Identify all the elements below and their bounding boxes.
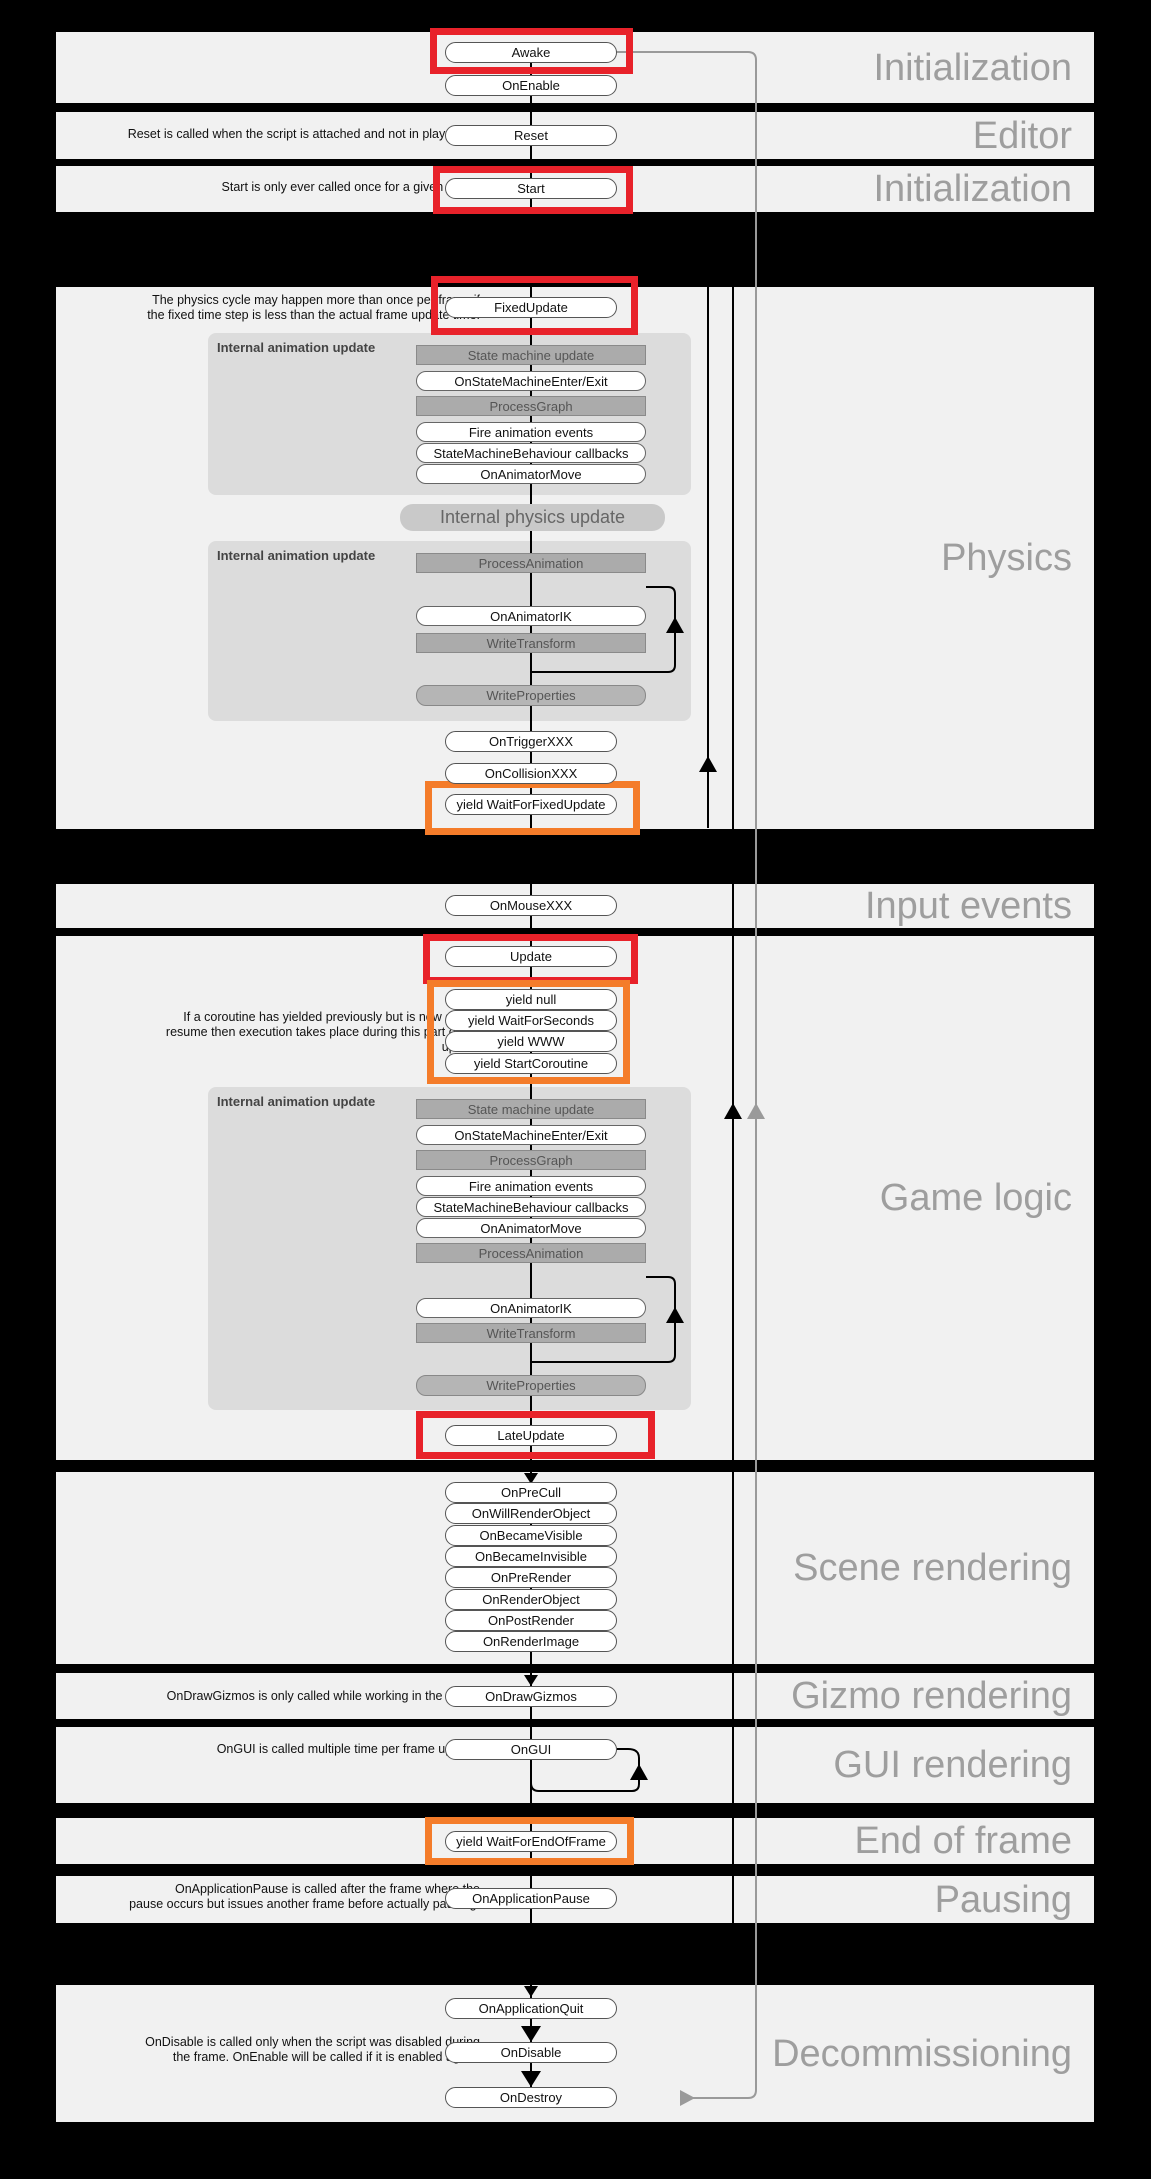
internal-physics-update: Internal physics update	[400, 504, 665, 531]
onapplicationpause-method[interactable]: OnApplicationPause	[445, 1888, 617, 1909]
lateupdate-method[interactable]: LateUpdate	[445, 1425, 617, 1446]
process-animation: ProcessAnimation	[416, 1243, 646, 1263]
onbecamevisible-method[interactable]: OnBecameVisible	[445, 1525, 617, 1546]
yield-fixed-highlight	[425, 781, 640, 835]
yield-waitforendofframe[interactable]: yield WaitForEndOfFrame	[445, 1831, 617, 1852]
onpostrender-method[interactable]: OnPostRender	[445, 1610, 617, 1631]
coroutine-note: If a coroutine has yielded previously bu…	[166, 1010, 480, 1055]
update-method[interactable]: Update	[445, 946, 617, 967]
yield-waitforseconds[interactable]: yield WaitForSeconds	[445, 1010, 617, 1031]
onprecull-method[interactable]: OnPreCull	[445, 1482, 617, 1503]
awake-method[interactable]: Awake	[445, 42, 617, 63]
section-title: Decommissioning	[772, 2032, 1072, 2075]
state-machine-behaviour-callbacks[interactable]: StateMachineBehaviour callbacks	[416, 1197, 646, 1217]
section-title: Editor	[972, 114, 1072, 157]
onrenderimage-method[interactable]: OnRenderImage	[445, 1631, 617, 1652]
lateupdate-highlight	[416, 1411, 655, 1459]
note-line: resume then execution takes place during…	[165, 1025, 480, 1039]
yield-startcoroutine[interactable]: yield StartCoroutine	[445, 1053, 617, 1074]
on-animator-ik[interactable]: OnAnimatorIK	[416, 606, 646, 626]
ondrawgizmos-method[interactable]: OnDrawGizmos	[445, 1686, 617, 1707]
on-animator-move[interactable]: OnAnimatorMove	[416, 464, 646, 484]
section-title: Scene rendering	[793, 1547, 1072, 1589]
write-transform: WriteTransform	[416, 633, 646, 653]
on-state-machine-enter-exit[interactable]: OnStateMachineEnter/Exit	[416, 371, 646, 391]
section-title: Initialization	[873, 168, 1072, 210]
yield-waitforfixedupdate[interactable]: yield WaitForFixedUpdate	[445, 794, 617, 815]
process-graph: ProcessGraph	[416, 396, 646, 416]
onwillrenderobject-method[interactable]: OnWillRenderObject	[445, 1503, 617, 1524]
onenable-method[interactable]: OnEnable	[445, 75, 617, 96]
section-title: Gizmo rendering	[791, 1675, 1072, 1717]
section-title: Initialization	[873, 46, 1072, 89]
process-graph: ProcessGraph	[416, 1150, 646, 1170]
note-line: OnDrawGizmos is only called while workin…	[166, 1689, 480, 1703]
note-line: OnDisable is called only when the script…	[145, 2035, 480, 2049]
write-properties: WriteProperties	[416, 1375, 646, 1396]
section-editor: Editor	[56, 112, 1094, 159]
gizmos-note: OnDrawGizmos is only called while workin…	[167, 1689, 480, 1704]
on-state-machine-enter-exit[interactable]: OnStateMachineEnter/Exit	[416, 1125, 646, 1145]
section-title: Pausing	[934, 1878, 1072, 1921]
fixedupdate-method[interactable]: FixedUpdate	[445, 297, 617, 318]
ontriggerxxx-method[interactable]: OnTriggerXXX	[445, 731, 617, 752]
start-highlight	[433, 166, 633, 214]
note-line: OnGUI is called multiple time per frame …	[216, 1742, 480, 1756]
ongui-note: OnGUI is called multiple time per frame …	[217, 1742, 480, 1757]
note-line: Reset is called when the script is attac…	[127, 127, 480, 141]
note-line: OnApplicationPause is called after the f…	[174, 1882, 480, 1896]
section-title: Game logic	[879, 1177, 1072, 1219]
state-machine-behaviour-callbacks[interactable]: StateMachineBehaviour callbacks	[416, 443, 646, 463]
note-line: Start is only ever called once for a giv…	[221, 180, 480, 194]
start-method[interactable]: Start	[445, 178, 617, 199]
oncollisionxxx-method[interactable]: OnCollisionXXX	[445, 763, 617, 784]
write-properties: WriteProperties	[416, 685, 646, 706]
yield-eof-highlight	[425, 1817, 634, 1865]
panel-title: Internal animation update	[217, 1094, 376, 1109]
note-line: The physics cycle may happen more than o…	[152, 293, 480, 307]
note-line: pause occurs but issues another frame be…	[129, 1897, 480, 1911]
state-machine-update: State machine update	[416, 1099, 646, 1119]
fire-animation-events[interactable]: Fire animation events	[416, 422, 646, 442]
on-animator-move[interactable]: OnAnimatorMove	[416, 1218, 646, 1238]
state-machine-update: State machine update	[416, 345, 646, 365]
panel-title: Internal animation update	[217, 548, 376, 563]
fixedupdate-highlight	[431, 276, 638, 335]
physics-note: The physics cycle may happen more than o…	[147, 293, 480, 323]
yield-coroutines-highlight	[427, 980, 630, 1084]
section-title: Input events	[864, 885, 1072, 927]
panel-title: Internal animation update	[217, 340, 376, 355]
note-line: the fixed time step is less than the act…	[147, 308, 480, 322]
note-line: If a coroutine has yielded previously bu…	[183, 1010, 480, 1024]
write-transform: WriteTransform	[416, 1323, 646, 1343]
process-animation: ProcessAnimation	[416, 553, 646, 573]
fire-animation-events[interactable]: Fire animation events	[416, 1176, 646, 1196]
section-title: Physics	[941, 537, 1072, 579]
reset-method[interactable]: Reset	[445, 125, 617, 146]
onrenderobject-method[interactable]: OnRenderObject	[445, 1589, 617, 1610]
onapplicationquit-method[interactable]: OnApplicationQuit	[445, 1998, 617, 2019]
disable-note: OnDisable is called only when the script…	[145, 2035, 480, 2065]
yield-null[interactable]: yield null	[445, 989, 617, 1010]
awake-highlight	[430, 28, 633, 74]
pause-note: OnApplicationPause is called after the f…	[129, 1882, 480, 1912]
onbecameinvisible-method[interactable]: OnBecameInvisible	[445, 1546, 617, 1567]
section-title: End of frame	[854, 1820, 1072, 1862]
ondestroy-method[interactable]: OnDestroy	[445, 2087, 617, 2108]
onmousexxx-method[interactable]: OnMouseXXX	[445, 895, 617, 916]
section-title: GUI rendering	[833, 1744, 1072, 1786]
ondisable-method[interactable]: OnDisable	[445, 2042, 617, 2063]
note-line: the frame. OnEnable will be called if it…	[172, 2050, 480, 2064]
start-note: Start is only ever called once for a giv…	[222, 180, 480, 195]
ongui-method[interactable]: OnGUI	[445, 1739, 617, 1760]
reset-note: Reset is called when the script is attac…	[128, 127, 480, 142]
on-animator-ik[interactable]: OnAnimatorIK	[416, 1298, 646, 1318]
onprerender-method[interactable]: OnPreRender	[445, 1567, 617, 1588]
yield-www[interactable]: yield WWW	[445, 1031, 617, 1052]
